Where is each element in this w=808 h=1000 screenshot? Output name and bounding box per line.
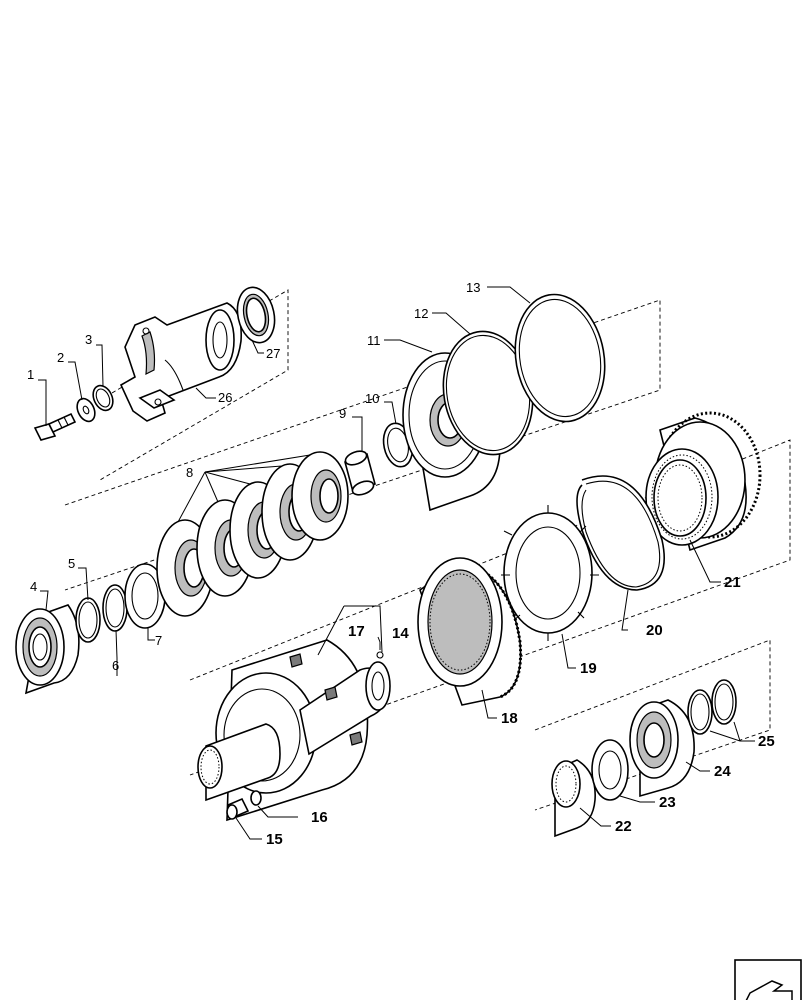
seal-ring-part — [236, 286, 276, 344]
callout-26: 26 — [218, 390, 232, 405]
callout-18: 18 — [501, 710, 518, 727]
bearing-washer-part — [591, 739, 629, 801]
callout-1: 1 — [27, 367, 34, 382]
callout-12: 12 — [414, 306, 428, 321]
circlip-part — [576, 475, 666, 591]
group-boundary-clutch — [189, 439, 791, 776]
callout-2: 2 — [57, 350, 64, 365]
nav-arrow-button[interactable] — [734, 959, 802, 1000]
callout-8: 8 — [186, 465, 193, 480]
callout-14: 14 — [392, 625, 409, 642]
callout-17: 17 — [348, 623, 365, 640]
small-ring-part — [250, 790, 262, 806]
callout-22: 22 — [615, 818, 632, 835]
ball-bearing-left-part — [15, 604, 80, 695]
callout-15: 15 — [266, 831, 283, 848]
callout-4: 4 — [30, 579, 37, 594]
callout-20: 20 — [646, 622, 663, 639]
clutch-disc-part — [501, 505, 599, 641]
callout-21: 21 — [724, 574, 741, 591]
callout-13: 13 — [466, 280, 480, 295]
bushing-part — [344, 450, 376, 496]
gear-part — [645, 411, 762, 552]
roll-pin-part — [226, 797, 250, 820]
callout-25: 25 — [758, 733, 775, 750]
callout-labels: 1 2 3 4 5 6 7 8 9 10 11 12 13 14 15 16 1… — [27, 280, 775, 848]
o-ring-part — [102, 584, 128, 632]
bearing-rings-part — [687, 679, 737, 735]
callout-9: 9 — [339, 406, 346, 421]
ball-bearing-right-part — [629, 699, 695, 798]
leader-lines — [38, 286, 755, 840]
washer-part — [76, 397, 96, 423]
callout-3: 3 — [85, 332, 92, 347]
roller-bearing-part — [551, 759, 596, 838]
disc-springs-part — [156, 451, 349, 617]
bolt-part — [33, 412, 77, 441]
callout-27: 27 — [266, 346, 280, 361]
outer-seal-part — [514, 293, 606, 423]
callout-10: 10 — [365, 391, 379, 406]
disc-spring-5 — [291, 451, 349, 541]
callout-7: 7 — [155, 633, 162, 648]
group-boundary-main-shaft — [64, 299, 661, 591]
callout-11: 11 — [367, 333, 381, 348]
callout-24: 24 — [714, 763, 731, 780]
thrust-washer-part — [124, 563, 166, 629]
clutch-drum-part — [197, 639, 391, 822]
arrow-icon — [745, 980, 793, 1000]
callout-16: 16 — [311, 809, 328, 826]
yoke-part — [119, 302, 243, 422]
o-ring-small-part — [92, 384, 114, 412]
clutch-pack-part — [417, 557, 523, 706]
callout-19: 19 — [580, 660, 597, 677]
callout-6: 6 — [112, 658, 119, 673]
snap-ring-part — [75, 597, 101, 643]
callout-23: 23 — [659, 794, 676, 811]
callout-5: 5 — [68, 556, 75, 571]
